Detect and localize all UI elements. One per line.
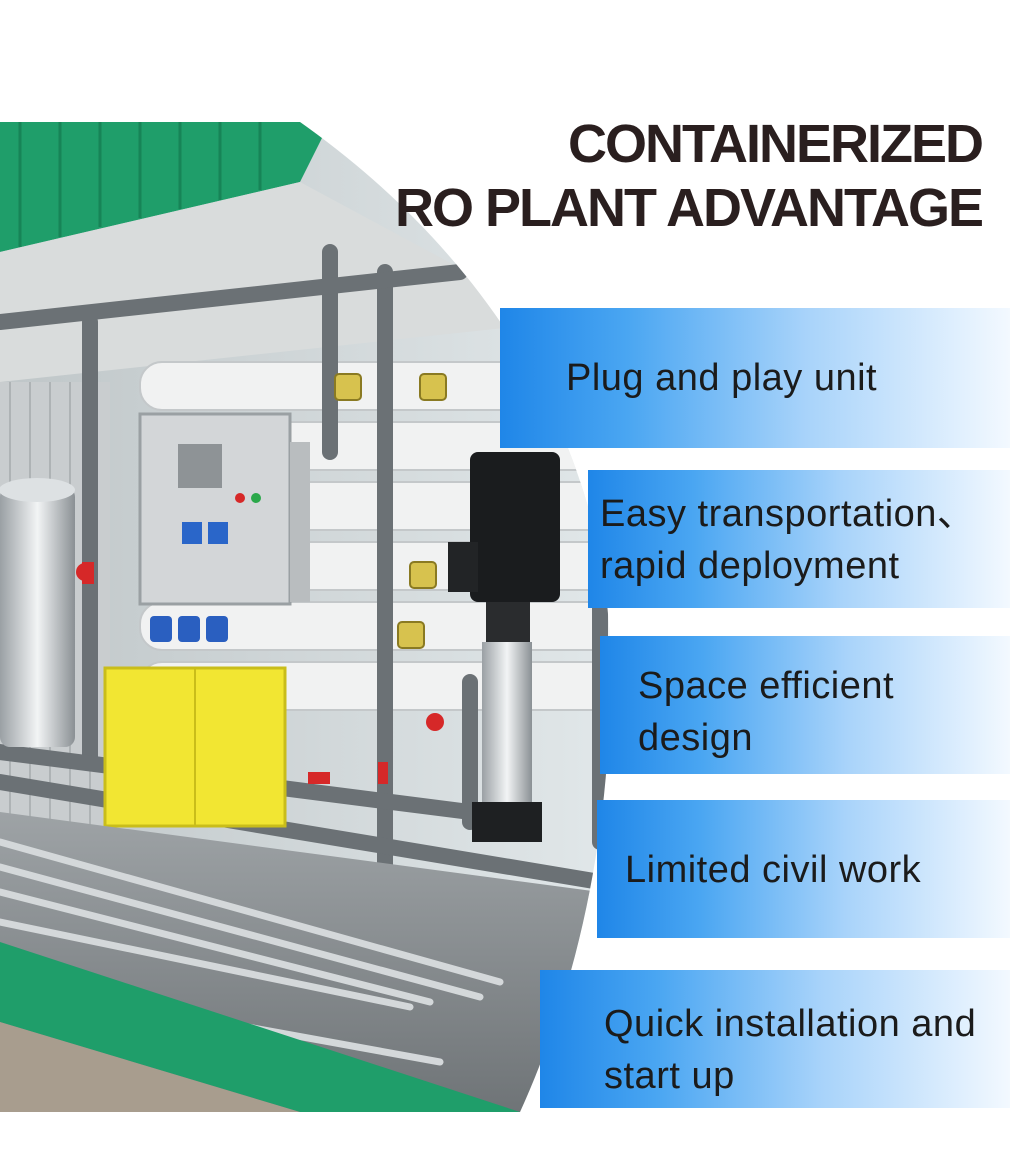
advantage-text: design [638, 717, 753, 759]
advantage-band-limited-civil-work: Limited civil work [597, 800, 1010, 938]
advantage-text: Easy transportation、 [600, 493, 976, 535]
ro-plant-photo [0, 122, 1010, 1112]
advantage-text: start up [604, 1055, 735, 1097]
advantage-text: rapid deployment [600, 545, 900, 587]
title-line-2: RO PLANT ADVANTAGE [395, 178, 984, 238]
advantage-band-space-efficient: Space efficient design [600, 636, 1010, 774]
advantage-band-easy-transportation: Easy transportation、 rapid deployment [588, 470, 1010, 608]
advantage-band-quick-installation: Quick installation and start up [540, 970, 1010, 1108]
advantage-band-plug-and-play: Plug and play unit [500, 308, 1010, 448]
advantage-text: Quick installation and [604, 1003, 977, 1045]
advantage-text: Space efficient [638, 665, 895, 707]
advantage-text: Limited civil work [625, 849, 922, 891]
advantage-text: Plug and play unit [566, 357, 878, 399]
page-title: CONTAINERIZED RO PLANT ADVANTAGE [395, 112, 984, 240]
title-line-1: CONTAINERIZED [568, 114, 984, 174]
photo-content [0, 122, 611, 1112]
